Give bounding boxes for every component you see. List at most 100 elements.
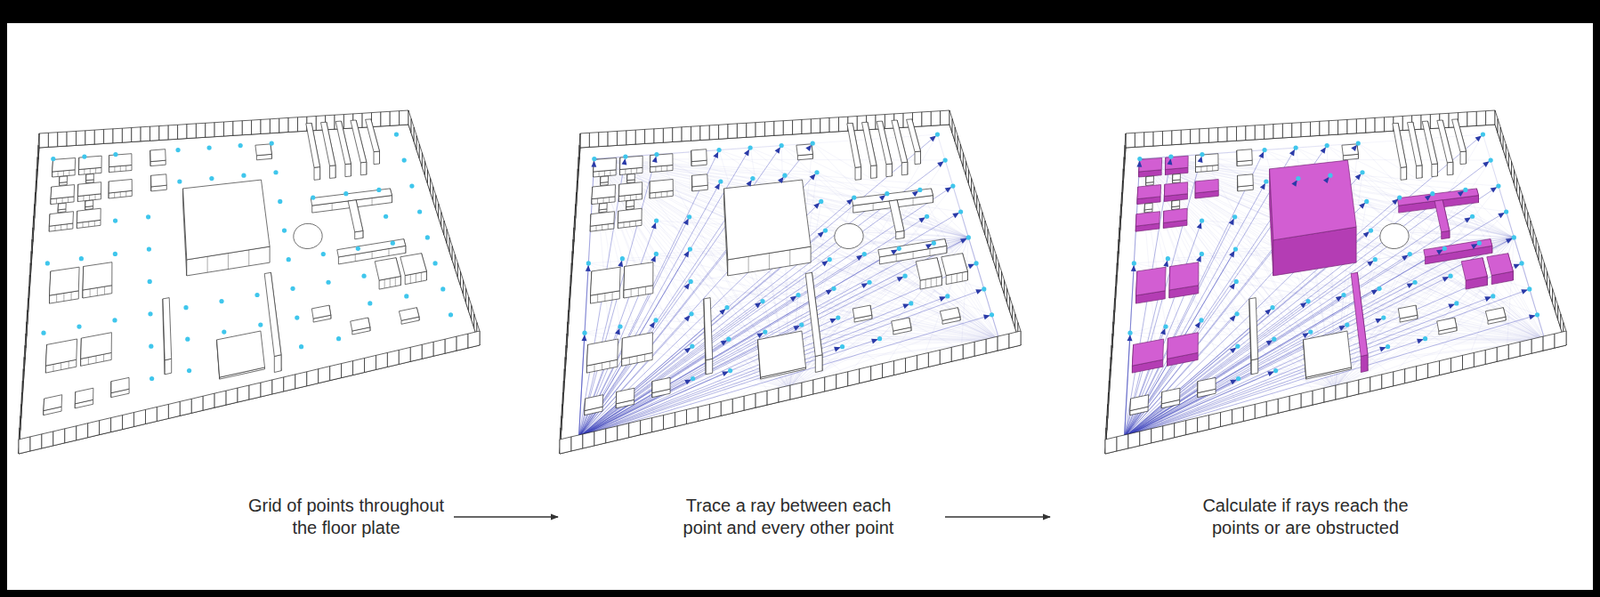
ray-line [1490, 160, 1514, 238]
ray-line [905, 275, 1000, 341]
wall-panel [1541, 254, 1544, 278]
ray-line [1383, 237, 1515, 318]
ray-arrowhead [754, 302, 761, 309]
furniture-block [891, 120, 908, 163]
furniture-detail [62, 197, 64, 203]
wall-panel [836, 371, 849, 389]
obstruction-block [1165, 155, 1189, 170]
wall-panel [416, 136, 420, 160]
wall-panel [1416, 363, 1429, 381]
furniture-block [891, 317, 912, 332]
grid-point [1430, 191, 1435, 196]
ray-arrowhead [1463, 217, 1471, 223]
furniture-block [627, 173, 636, 180]
wall-panel [993, 246, 996, 270]
ray-arrowhead [813, 202, 820, 210]
wall-panel [1511, 161, 1515, 185]
grid-point [238, 143, 243, 148]
wall-panel [159, 125, 169, 141]
grid-point [689, 344, 695, 349]
ray-arrowhead [649, 322, 655, 330]
wall-panel [272, 377, 284, 395]
wall-panel [1301, 390, 1313, 408]
grid-point [1356, 140, 1361, 146]
ray-arrowhead [1470, 243, 1479, 250]
furniture-block [941, 253, 969, 276]
furniture-detail [593, 363, 595, 372]
grid-point [177, 178, 182, 184]
ray-arrowhead [937, 161, 944, 168]
furniture-block [815, 355, 823, 373]
wall-panel [1153, 130, 1163, 146]
furniture-block [347, 200, 364, 233]
ray-line [945, 160, 969, 238]
ray-line [842, 237, 970, 348]
grid-point [145, 214, 151, 219]
ray-line [1123, 332, 1131, 437]
furniture-block [1171, 200, 1180, 208]
ray-arrowhead [714, 183, 720, 191]
wall-panel [1002, 271, 1005, 295]
ray-line [594, 159, 906, 277]
ray-line [594, 159, 1000, 341]
grid-point [1165, 256, 1171, 261]
wall-panel [607, 130, 617, 146]
ray-arrowhead [684, 379, 692, 385]
furniture-block [360, 161, 367, 176]
ray-line [1450, 275, 1545, 341]
wall-panel [1527, 212, 1531, 236]
furniture-block [109, 153, 133, 168]
furniture-block [350, 120, 367, 163]
wall-panel [974, 186, 978, 211]
ray-line [1123, 282, 1415, 437]
wall-panel [813, 377, 825, 395]
furniture-block [1303, 331, 1352, 378]
ray-arrowhead [1350, 145, 1358, 152]
ray-arrowhead [683, 218, 689, 227]
wall-panel [1503, 136, 1506, 160]
wall-panel [1009, 331, 1021, 348]
ray-line [1330, 175, 1514, 238]
furniture-detail [125, 191, 127, 197]
furniture-detail [603, 197, 605, 203]
ray-arrowhead [1264, 308, 1271, 316]
grid-point [277, 199, 283, 204]
wall-panel [957, 136, 961, 160]
wall-panel [48, 132, 57, 148]
ray-arrowhead [721, 371, 729, 377]
grid-point [1198, 317, 1204, 323]
ray-arrowhead [1266, 339, 1274, 346]
ray-line [798, 294, 1000, 340]
wall-panel [894, 358, 906, 376]
ray-arrowhead [1513, 264, 1521, 270]
wall-panel [202, 393, 215, 411]
grid-point [209, 176, 214, 181]
ray-arrowhead [1505, 238, 1513, 244]
ray-line [1498, 185, 1514, 238]
wall-panel [468, 297, 472, 321]
ray-line [578, 172, 817, 438]
grid-point [417, 209, 422, 214]
furniture-detail [389, 278, 391, 288]
ray-line [1123, 197, 1399, 437]
ray-arrowhead [684, 347, 691, 354]
grid-point [1131, 260, 1137, 266]
ray-arrowhead [684, 282, 691, 290]
caption-node: Grid of points throughout the floor plat… [238, 494, 454, 540]
furniture-detail [644, 354, 646, 362]
grid-point [1271, 337, 1277, 342]
ray-arrowhead [1475, 135, 1482, 142]
furniture-detail [56, 294, 57, 303]
wall-panel [444, 220, 447, 244]
wall-panel [214, 121, 224, 138]
wall-panel [408, 110, 412, 134]
wall-panel [1522, 194, 1526, 219]
grid-point [617, 323, 623, 329]
wall-panel [982, 212, 986, 236]
wall-panel [1310, 121, 1320, 137]
wall-panel [1227, 126, 1237, 142]
furniture-detail [68, 169, 70, 176]
furniture-block [77, 182, 101, 197]
ray-line [898, 248, 1000, 340]
